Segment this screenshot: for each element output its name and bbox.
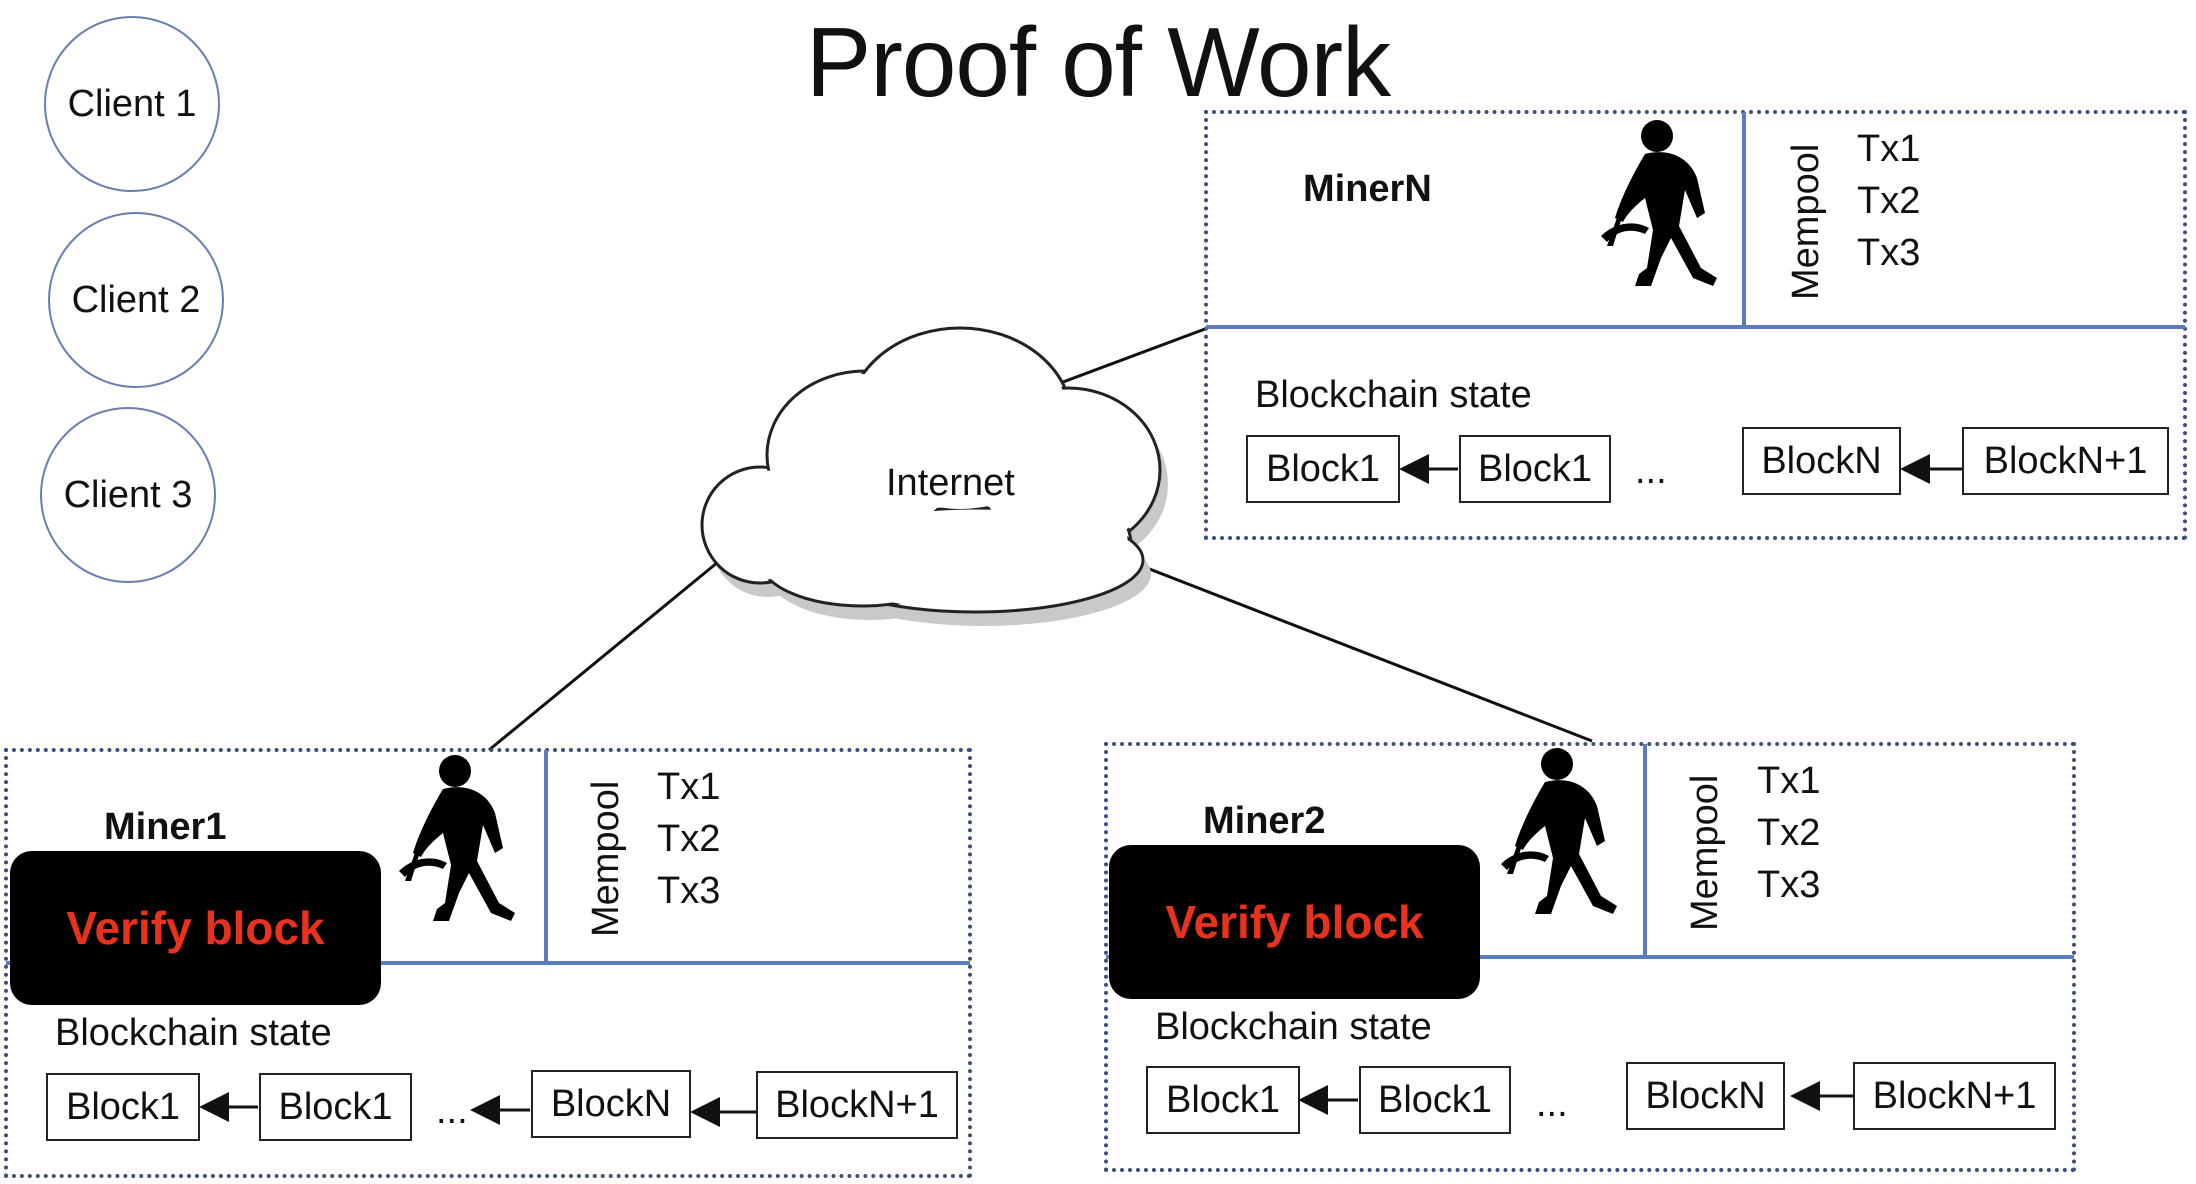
- miner1-block-2: Block1: [259, 1073, 412, 1141]
- link-miner1: [488, 560, 719, 752]
- miner2-verify-block: Verify block: [1109, 845, 1480, 999]
- miner1-blockchain-state-label: Blockchain state: [55, 1012, 332, 1054]
- minerN-name: MinerN: [1303, 168, 1432, 210]
- miner-pickaxe-icon: [399, 755, 515, 921]
- miner2-blockchain-state-label: Blockchain state: [1155, 1006, 1432, 1048]
- miner-pickaxe-icon: [1501, 748, 1617, 914]
- miner1-block-1: Block1: [46, 1073, 200, 1141]
- minerN-divider: [1206, 325, 2185, 329]
- miner2-mempool-label: Mempool: [1684, 774, 1726, 931]
- miner1-divider: [6, 961, 970, 965]
- minerN-block-2: Block1: [1459, 435, 1611, 503]
- client-2-node: Client 2: [48, 212, 224, 388]
- page-title: Proof of Work: [805, 7, 1391, 117]
- miner2-block-n: BlockN: [1626, 1062, 1785, 1130]
- minerN-block-n: BlockN: [1742, 427, 1901, 495]
- miner1-tx-1: Tx1: [657, 766, 721, 808]
- miner2-tx-1: Tx1: [1757, 760, 1821, 802]
- miner2-mempool-divider: [1643, 744, 1647, 957]
- miner2-block-n-plus-1: BlockN+1: [1853, 1062, 2056, 1130]
- minerN-tx-2: Tx2: [1857, 180, 1921, 222]
- miner1-block-n: BlockN: [531, 1070, 691, 1138]
- miner1-verify-block: Verify block: [10, 851, 381, 1005]
- client-3-node: Client 3: [40, 407, 216, 583]
- minerN-tx-3: Tx3: [1857, 232, 1921, 274]
- miner2-tx-3: Tx3: [1757, 864, 1821, 906]
- client-1-node: Client 1: [44, 16, 220, 192]
- miner2-divider: [1106, 955, 2074, 959]
- miner2-ellipsis: ...: [1536, 1083, 1568, 1125]
- minerN-block-1: Block1: [1246, 435, 1400, 503]
- minerN-mempool-label: Mempool: [1785, 143, 1827, 300]
- miner1-tx-3: Tx3: [657, 870, 721, 912]
- link-miner2: [1115, 554, 1593, 743]
- miner2-block-2: Block1: [1359, 1066, 1511, 1134]
- link-minerN: [1054, 327, 1206, 387]
- miner1-tx-2: Tx2: [657, 818, 721, 860]
- miner2-tx-2: Tx2: [1757, 812, 1821, 854]
- miner1-name: Miner1: [104, 806, 227, 848]
- miner-pickaxe-icon: [1601, 120, 1717, 286]
- internet-label: Internet: [886, 462, 1015, 504]
- minerN-tx-1: Tx1: [1857, 128, 1921, 170]
- minerN-blockchain-state-label: Blockchain state: [1255, 374, 1532, 416]
- miner2-block-1: Block1: [1146, 1066, 1300, 1134]
- miner1-ellipsis: ...: [436, 1090, 468, 1132]
- miner1-block-n-plus-1: BlockN+1: [756, 1071, 958, 1139]
- minerN-mempool-divider: [1742, 112, 1746, 327]
- miner1-mempool-label: Mempool: [585, 780, 627, 937]
- miner2-name: Miner2: [1203, 800, 1326, 842]
- miner1-mempool-divider: [544, 750, 548, 963]
- minerN-ellipsis: ...: [1635, 450, 1667, 492]
- minerN-block-n-plus-1: BlockN+1: [1962, 427, 2169, 495]
